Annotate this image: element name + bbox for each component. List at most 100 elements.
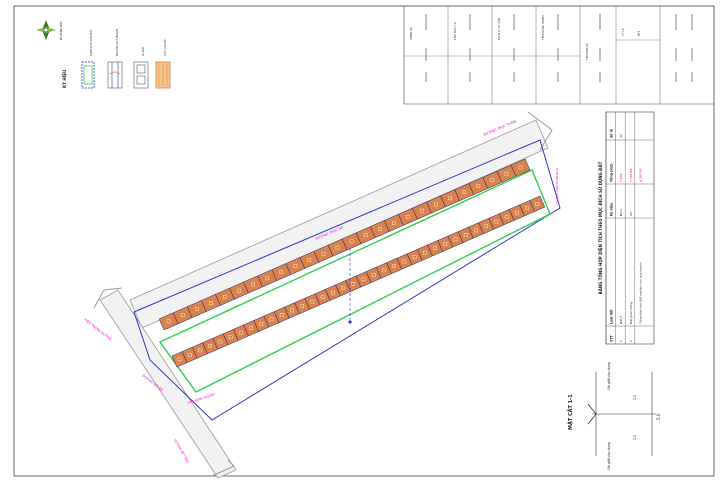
- table-cell: 37: [619, 134, 623, 138]
- lot-footprint: [351, 282, 356, 286]
- section-dim-left: 2.5: [633, 395, 637, 400]
- lot-footprint: [462, 190, 467, 194]
- road-label: ĐƯỜNG BÊ TÔNG: [173, 438, 191, 464]
- lot-footprint: [321, 251, 326, 256]
- lot-footprint: [490, 177, 495, 182]
- lot-footprint: [443, 241, 448, 246]
- legend-level-swatch: [155, 61, 171, 89]
- table-header-cell: STT: [610, 334, 614, 342]
- table-cell: GT: [629, 212, 633, 216]
- lot-footprint: [341, 286, 345, 291]
- legend-item-label: RANH GIỚI KHU ĐẤT: [88, 29, 93, 56]
- lot-footprint: [265, 276, 270, 281]
- sheet-border: [13, 5, 715, 477]
- lot-footprint: [177, 357, 182, 362]
- lot-footprint: [382, 268, 386, 273]
- table-cell: 1.335,00: [629, 169, 633, 182]
- table-cell: 2: [629, 340, 633, 342]
- title-block: UBND XÃ CHỦ ĐẦU TƯ ĐƠN VỊ TƯ VẤN TÊN CÔN…: [403, 6, 714, 105]
- lot-footprint: [448, 196, 453, 201]
- lot-footprint: [402, 259, 407, 264]
- lot-footprint: [307, 258, 312, 262]
- lot-footprint: [453, 237, 458, 242]
- lot-footprint: [228, 335, 233, 339]
- setback-line: [158, 169, 551, 393]
- lot-footprint: [434, 202, 438, 207]
- section-right-label: Chỉ giới xây dựng: [607, 442, 611, 470]
- legend-lot-swatch: [133, 61, 149, 89]
- title-block-client: CHỦ ĐẦU TƯ: [452, 21, 457, 40]
- title-block-client-header: UBND XÃ: [408, 27, 413, 40]
- table-header-cell: Ký hiệu: [610, 203, 614, 216]
- lot-footprint: [474, 228, 478, 233]
- lot-footprint: [269, 317, 274, 322]
- site-plan: ĐƯỜNG TRỤC XÃ ĐƯỜNG TRỤC THÔN HIỆN TRẠNG…: [83, 111, 561, 479]
- lot-footprint: [259, 322, 264, 326]
- lot-footprint: [484, 224, 489, 228]
- lot-footprint: [251, 282, 255, 287]
- table-cell: 8.367,00: [638, 169, 642, 182]
- lot-footprint: [420, 208, 424, 213]
- lot-footprint: [194, 307, 199, 311]
- section-dim-right: 2.5: [633, 435, 637, 440]
- lot-footprint: [249, 326, 253, 331]
- lot-footprint: [525, 206, 529, 211]
- main-road: [129, 119, 549, 329]
- cross-road: [99, 289, 237, 479]
- lot: [529, 195, 546, 212]
- lot-footprint: [180, 313, 185, 318]
- road-label: ĐẤT NÔNG NGHIỆP: [187, 391, 216, 405]
- lot-footprint: [279, 270, 284, 274]
- lot-footprint: [166, 319, 171, 324]
- table-cell: Đất giao thông: [629, 302, 633, 324]
- road-label: ĐƯỜNG ĐI KHU DÂN CƯ: [555, 168, 560, 205]
- lot-footprint: [535, 201, 540, 206]
- title-block-project: TÊN CÔNG TRÌNH: [540, 16, 545, 41]
- legend-road-swatch: [107, 61, 123, 89]
- lot: [510, 158, 531, 177]
- lot-footprint: [335, 245, 340, 250]
- lot-footprint: [218, 339, 223, 344]
- table-header-cell: Số lô: [610, 128, 614, 138]
- lot-footprint: [494, 219, 499, 224]
- road-arrow-icon: [527, 111, 553, 151]
- title-block-consultant: ĐƠN VỊ TƯ VẤN: [496, 18, 501, 40]
- lot-footprint: [515, 210, 519, 215]
- lot-footprint: [378, 227, 382, 231]
- table-header-cell: Loại đất: [610, 309, 614, 324]
- lot-footprint: [392, 221, 396, 225]
- table-cell: 1: [619, 340, 623, 342]
- lot-footprint: [198, 348, 202, 353]
- land-use-table: BẢNG TỔNG HỢP DIỆN TÍCH THEO MỤC ĐÍCH SỬ…: [598, 111, 655, 345]
- lot-footprint: [412, 255, 417, 259]
- lot-footprint: [187, 353, 192, 357]
- legend-item-label: CỐT CAO ĐỘ: [162, 39, 167, 56]
- lot-footprint: [208, 344, 213, 348]
- lot-blocks: [158, 158, 546, 368]
- table-cell: Đất ở: [619, 316, 623, 324]
- title-block-sheet-no: KH: [637, 31, 641, 36]
- section-left-label: Chỉ giới xây dựng: [607, 362, 611, 390]
- lot-footprint: [279, 313, 284, 317]
- lot-footprint: [290, 308, 294, 313]
- lot-footprint: [239, 330, 243, 335]
- lot-footprint: [504, 171, 509, 176]
- section-cut-marker: [348, 248, 352, 324]
- lot-footprint: [237, 288, 241, 293]
- lot-footprint: [300, 304, 305, 308]
- lot-footprint: [293, 264, 298, 268]
- road-label: HIỆN TRẠNG ĐƯỜNG: [83, 317, 113, 342]
- title-block-text-rows: [425, 14, 693, 82]
- road-arrow-icon: [211, 459, 235, 477]
- lot-footprint: [363, 233, 368, 238]
- lot-footprint: [504, 215, 509, 219]
- legend: HƯỚNG BẮC KÝ HIỆU RANH GIỚI KHU ĐẤT ĐƯỜN…: [36, 20, 171, 89]
- table-cell: 3.032: [619, 173, 623, 182]
- lot-footprint: [518, 165, 523, 170]
- lot-footprint: [310, 299, 315, 304]
- north-label: HƯỚNG BẮC: [58, 21, 63, 40]
- lot-footprint: [223, 295, 227, 299]
- lot-footprint: [208, 301, 213, 305]
